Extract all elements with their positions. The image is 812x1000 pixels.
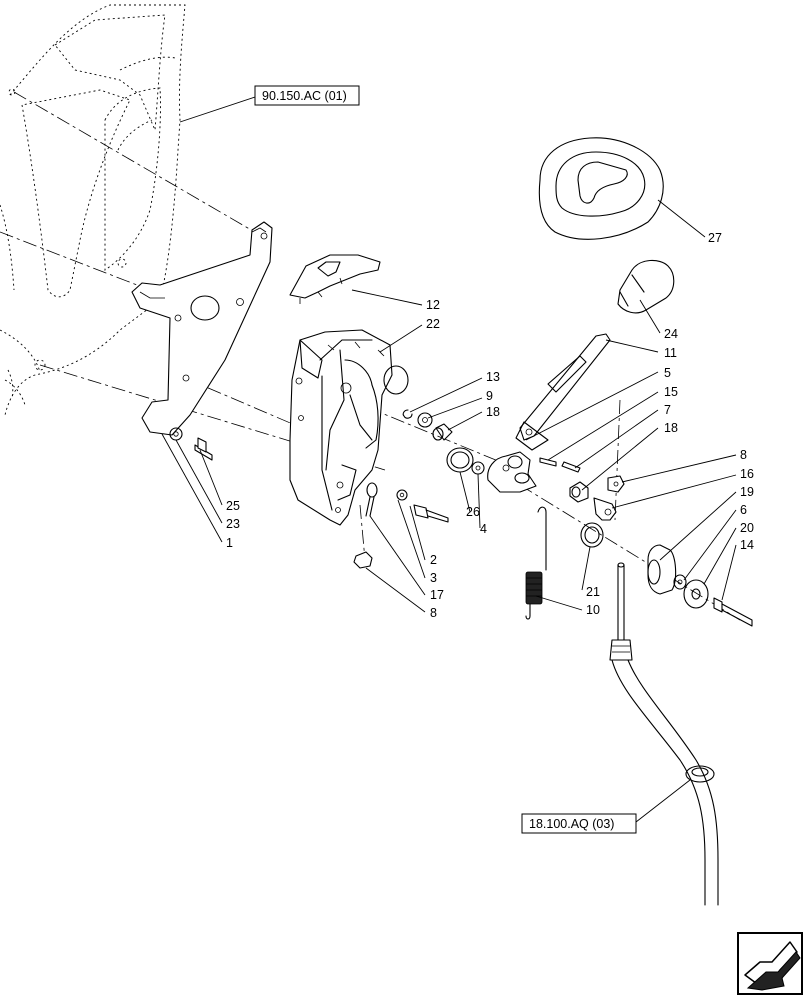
circlip-13 bbox=[402, 409, 413, 419]
callout-27: 27 bbox=[708, 231, 722, 245]
selector-housing-5 bbox=[487, 451, 537, 493]
bushing-18b bbox=[569, 481, 589, 503]
callout-2: 2 bbox=[430, 553, 437, 567]
shift-cable bbox=[609, 562, 719, 906]
callout-23: 23 bbox=[226, 517, 240, 531]
bolt-2 bbox=[413, 504, 449, 523]
washer-9 bbox=[417, 412, 433, 428]
callout-10: 10 bbox=[586, 603, 600, 617]
shift-tower-housing bbox=[289, 329, 409, 526]
mounting-bracket bbox=[131, 221, 273, 436]
callout-19: 19 bbox=[740, 485, 754, 499]
callout-4: 4 bbox=[480, 522, 487, 536]
nut-8a bbox=[607, 475, 625, 493]
callout-25: 25 bbox=[226, 499, 240, 513]
callout-20: 20 bbox=[740, 521, 754, 535]
callout-14: 14 bbox=[740, 538, 754, 552]
gear-knob-24 bbox=[617, 259, 675, 314]
callout-11: 11 bbox=[664, 346, 677, 360]
reference-label-bottom: 18.100.AQ (03) bbox=[529, 817, 614, 831]
callout-22: 22 bbox=[426, 317, 440, 331]
callout-9: 9 bbox=[486, 389, 493, 403]
callout-8-right: 8 bbox=[740, 448, 747, 462]
callout-16: 16 bbox=[740, 467, 754, 481]
callout-7: 7 bbox=[664, 403, 671, 417]
bolt-25 bbox=[194, 437, 213, 461]
callout-12: 12 bbox=[426, 298, 440, 312]
callout-15: 15 bbox=[664, 385, 678, 399]
callout-24: 24 bbox=[664, 327, 678, 341]
bushing-18a bbox=[432, 423, 453, 441]
washer-20 bbox=[683, 579, 709, 609]
spring-10 bbox=[525, 506, 547, 620]
callout-1: 1 bbox=[226, 536, 233, 550]
callout-18-upper: 18 bbox=[664, 421, 678, 435]
ball-joint-16 bbox=[593, 497, 617, 521]
callout-8-left: 8 bbox=[430, 606, 437, 620]
callout-5: 5 bbox=[664, 366, 671, 380]
cab-panel-outline bbox=[0, 4, 186, 416]
washer-4 bbox=[471, 461, 485, 475]
callout-26: 26 bbox=[466, 505, 480, 519]
ring-21 bbox=[580, 522, 604, 548]
gaiter-cover-12 bbox=[289, 254, 381, 304]
washer-3 bbox=[396, 489, 408, 501]
callout-13: 13 bbox=[486, 370, 500, 384]
pin-15 bbox=[539, 457, 557, 467]
reference-box-18-100-aq[interactable]: 18.100.AQ (03) bbox=[521, 813, 637, 834]
knob-cover-27 bbox=[538, 137, 664, 240]
callout-3: 3 bbox=[430, 571, 437, 585]
bolt-14 bbox=[713, 597, 753, 627]
callout-18-lower: 18 bbox=[486, 405, 500, 419]
callout-numbers: 27 12 22 24 11 5 15 7 18 13 9 18 8 16 19… bbox=[226, 231, 754, 620]
eye-bolt-17 bbox=[365, 482, 378, 517]
ring-26 bbox=[446, 447, 474, 473]
nut-8b bbox=[353, 551, 373, 569]
callout-21: 21 bbox=[586, 585, 600, 599]
pin-7 bbox=[561, 461, 581, 473]
next-page-arrow-icon[interactable] bbox=[737, 932, 803, 995]
callout-6: 6 bbox=[740, 503, 747, 517]
bushing-19 bbox=[647, 544, 677, 595]
leader-lines bbox=[161, 96, 737, 823]
reference-label-top: 90.150.AC (01) bbox=[262, 89, 347, 103]
callout-17: 17 bbox=[430, 588, 444, 602]
reference-box-90-150-ac[interactable]: 90.150.AC (01) bbox=[254, 85, 360, 106]
washer-6 bbox=[673, 574, 687, 590]
gear-lever-11 bbox=[515, 333, 611, 451]
